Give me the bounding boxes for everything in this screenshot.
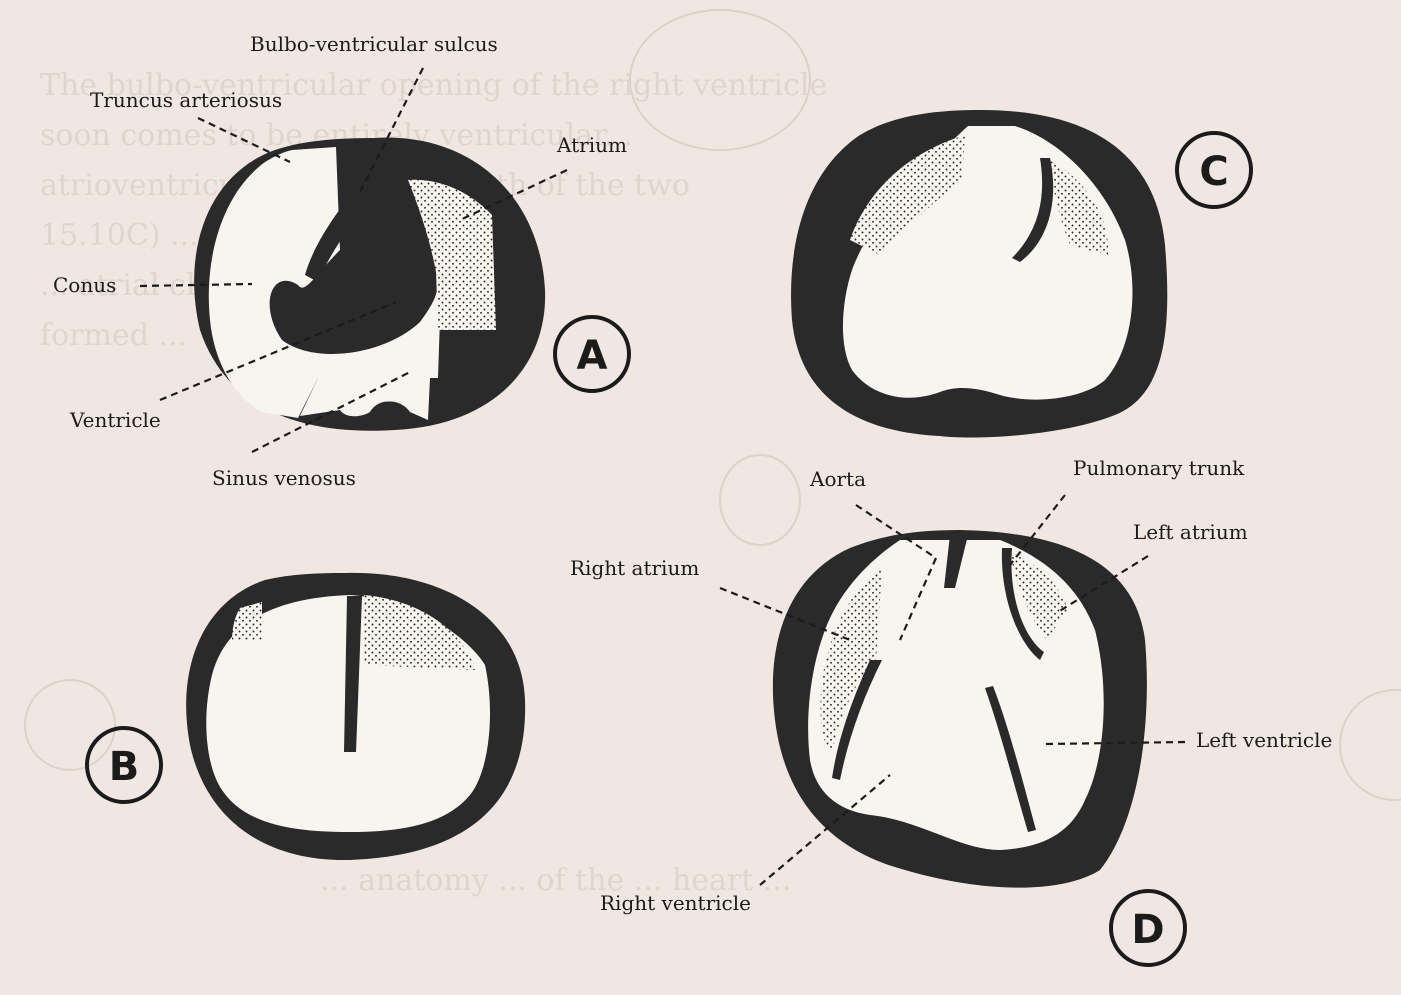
panel-a-atrium-stipple [408,179,496,330]
panel-d-right-septum [832,660,882,780]
panel-a-sinus-venosus-bump [370,401,406,412]
panel-c-letter-badge: C [1175,131,1253,209]
panel-c-left-stipple [850,135,965,255]
bulbo-ventricular-sulcus-label: Bulbo-ventricular sulcus [250,32,498,56]
panel-b-letter: B [109,744,140,790]
panel-d-left-septum [1001,548,1044,660]
panel-a-bulbo-ventricular-ridge [305,190,370,282]
panel-d-right-atrium-stipple [820,568,882,752]
right-ventricle-label: Right ventricle [600,891,751,915]
atrium-leader [459,169,568,221]
panel-d-heart: D Aorta Pulmonary trunk Left atrium Righ… [570,456,1332,967]
panel-b-left-stipple [232,602,262,640]
panel-d-aortic-septum [944,535,968,588]
pulmonary-trunk-label: Pulmonary trunk [1073,456,1245,480]
panel-a-ventricle-lumen [208,147,440,418]
panel-b-heart: B [85,572,526,861]
aorta-leader [855,504,937,559]
svg-text:... anatomy ... of the ... hea: ... anatomy ... of the ... heart ... [320,863,791,898]
panel-d-letter-badge: D [1109,889,1187,967]
panel-c-heart: C [791,110,1253,438]
panel-a-heart: A Bulbo-ventricular sulcus Truncus arter… [53,32,631,490]
truncus-arteriosus-label: Truncus arteriosus [90,88,282,112]
svg-text:formed ...: formed ... [40,318,187,353]
pulmonary-trunk-leader [1009,494,1066,566]
panel-b-letter-badge: B [85,726,163,804]
sinus-venosus-leader [251,371,411,453]
panel-c-letter: C [1199,149,1228,195]
left-ventricle-label: Left ventricle [1196,728,1332,752]
ventricle-leader [159,300,397,402]
svg-text:The bulbo-ventricular opening: The bulbo-ventricular opening of the rig… [40,68,827,103]
panel-c-right-stipple [1050,160,1109,255]
left-atrium-label: Left atrium [1133,520,1248,544]
panel-a-sinus-venosus-lumen [300,378,430,420]
sinus-venosus-label: Sinus venosus [212,466,356,490]
aorta-leader-extension [898,557,938,641]
conus-leader [139,282,253,288]
panel-a-letter: A [577,333,608,379]
panel-d-lumen [808,540,1104,850]
panel-c-septum [1012,158,1054,262]
conus-label: Conus [53,273,116,297]
truncus-arteriosus-leader [197,117,291,163]
panel-a-letter-badge: A [553,315,631,393]
left-atrium-leader [1057,555,1149,613]
panel-d-ventricular-septum [985,686,1036,832]
panel-b-right-stipple [364,595,476,670]
panel-b-septum [344,596,362,752]
right-ventricle-leader [759,774,891,886]
atrium-label: Atrium [556,133,627,157]
aorta-label: Aorta [809,467,866,491]
panel-d-letter: D [1131,907,1164,953]
panel-d-left-atrium-stipple [1010,552,1068,640]
right-atrium-label: Right atrium [570,556,699,580]
ventricle-label: Ventricle [69,408,161,432]
